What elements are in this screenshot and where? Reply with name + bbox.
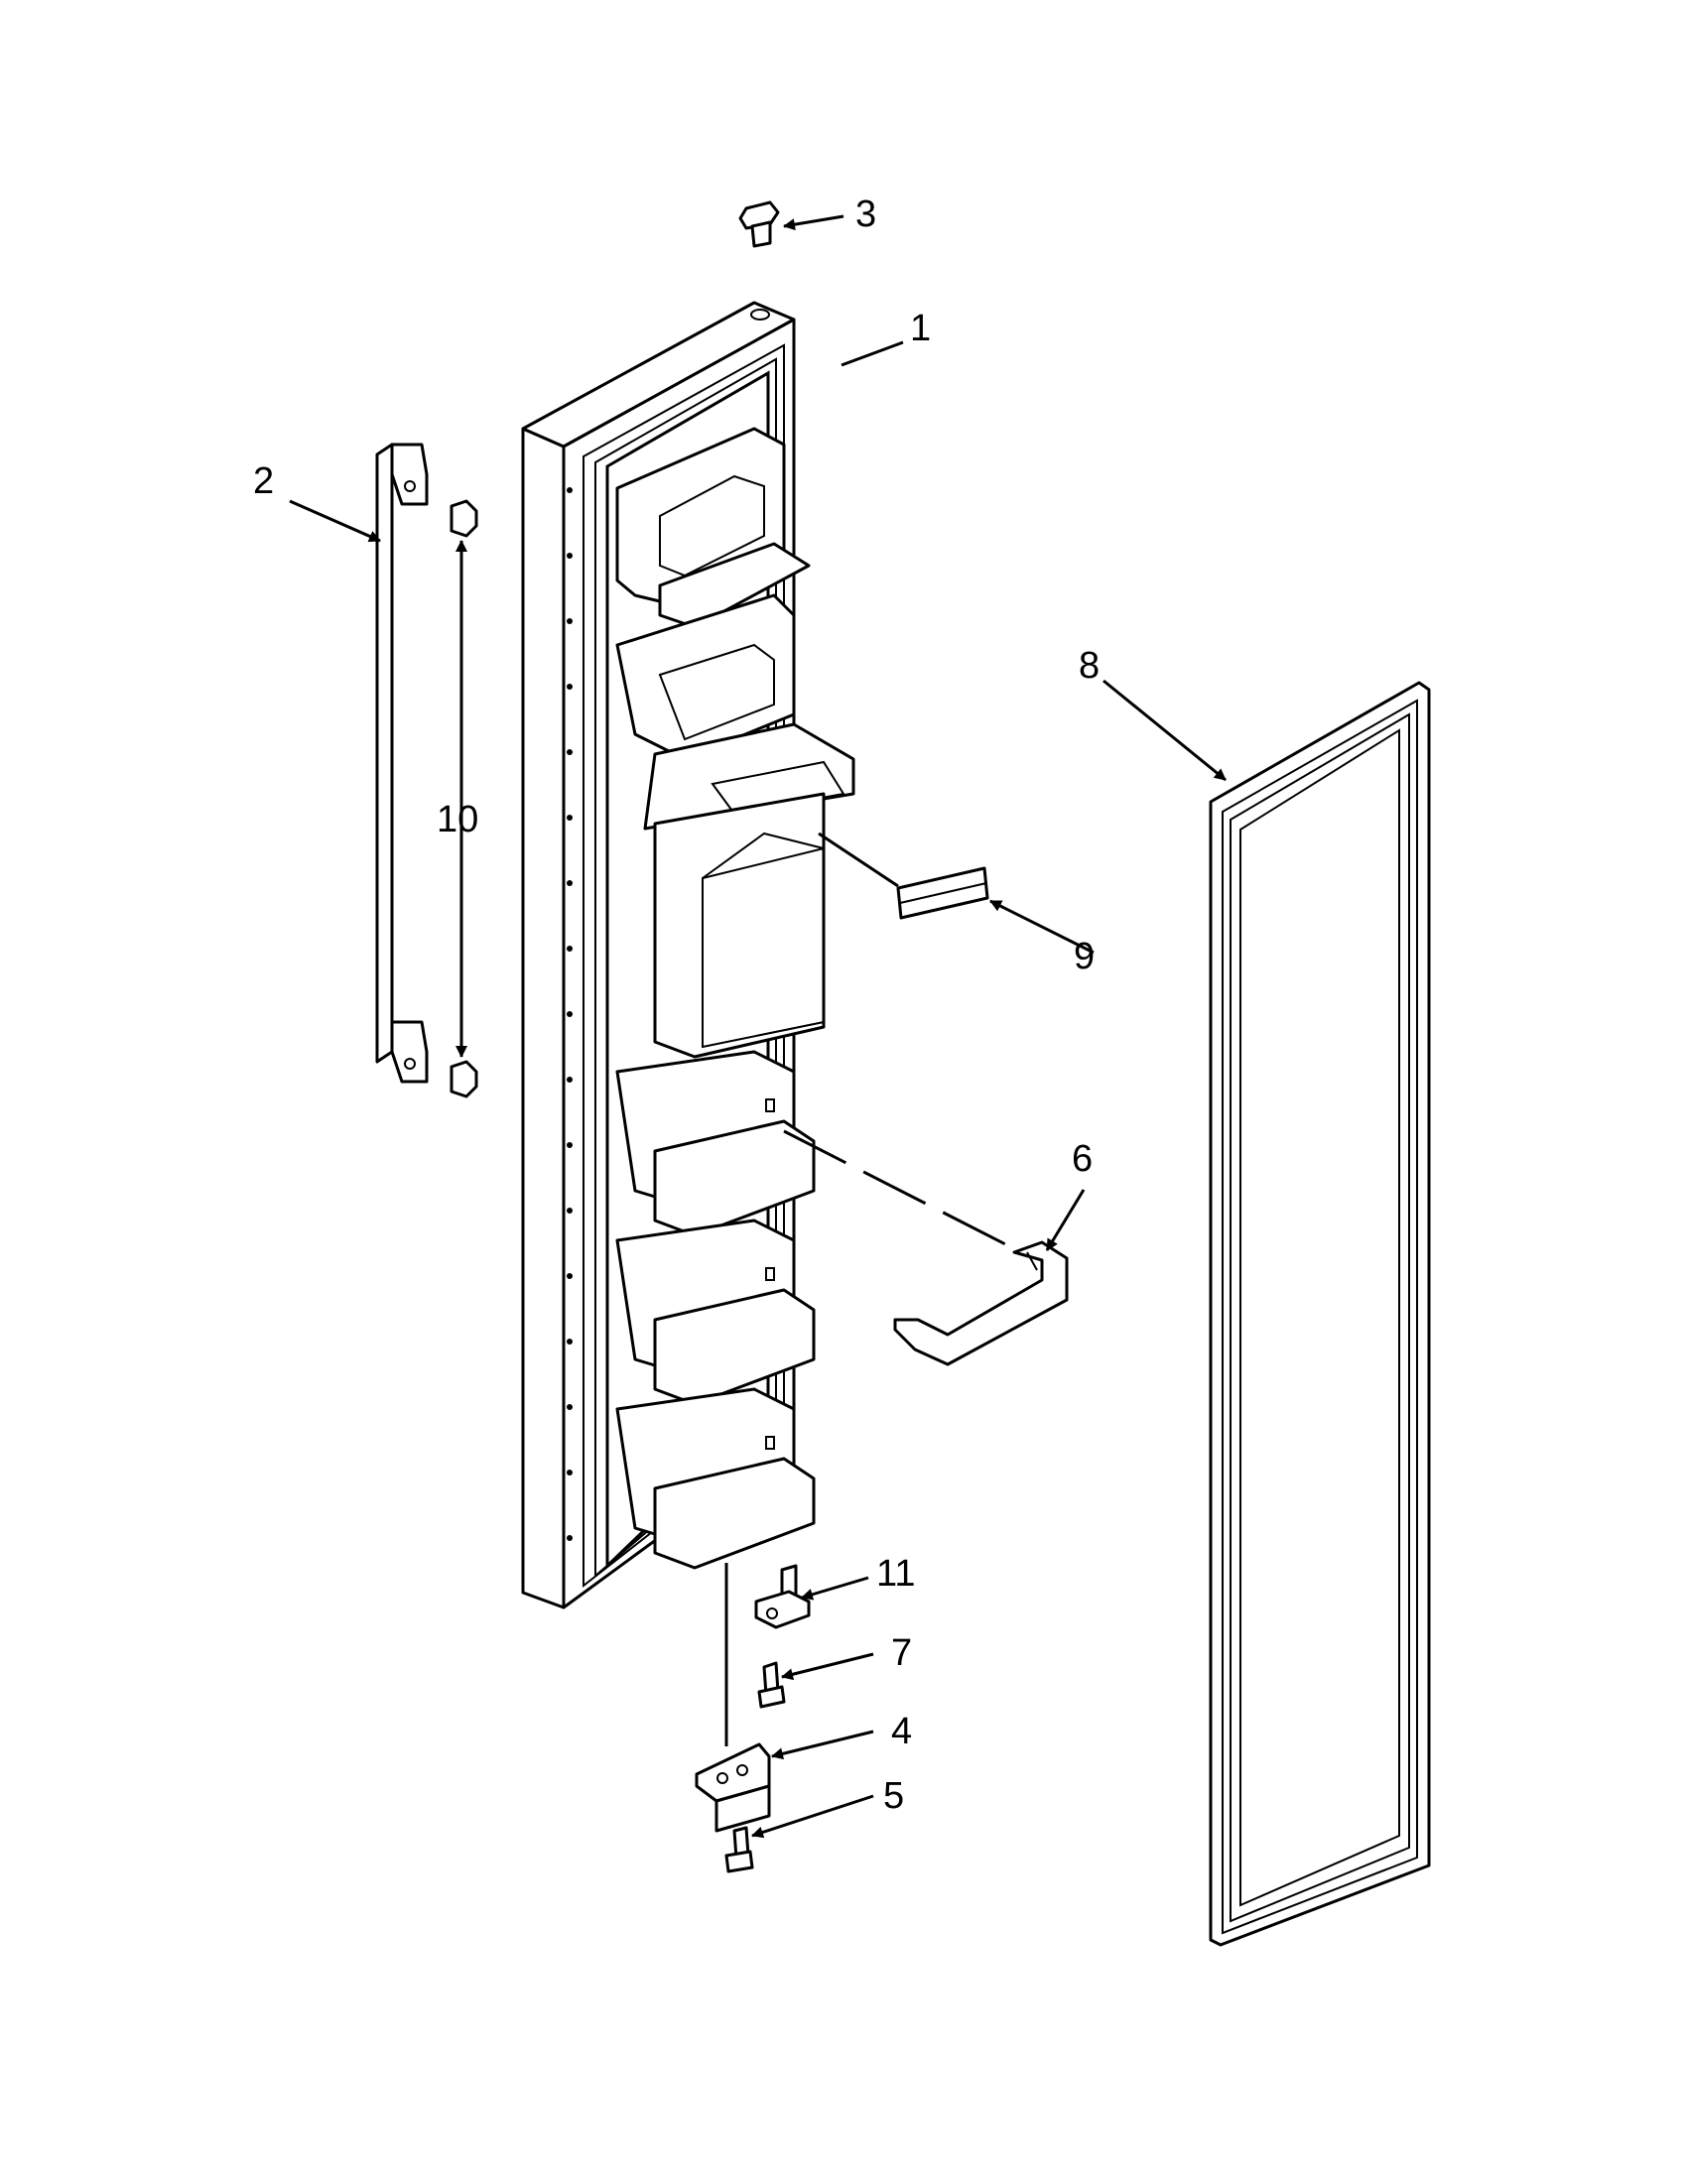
leader-lines	[289, 214, 1227, 1839]
bottom-hinge-pin	[754, 1564, 811, 1629]
callout-8: 8	[1079, 645, 1100, 687]
door-bin	[893, 1240, 1069, 1366]
top-hinge-plug	[738, 200, 780, 248]
dispenser-trim	[896, 866, 989, 920]
callout-6: 6	[1072, 1138, 1093, 1180]
dispenser-housing	[653, 792, 826, 1059]
callout-3: 3	[855, 193, 876, 235]
callout-7: 7	[891, 1632, 912, 1674]
callout-1: 1	[910, 308, 931, 349]
lower-door-shelves	[615, 1050, 816, 1570]
callout-4: 4	[891, 1711, 912, 1752]
callout-11: 11	[876, 1553, 915, 1595]
door-assembly	[521, 301, 855, 1609]
callout-2: 2	[253, 460, 274, 502]
bottom-hinge	[695, 1742, 771, 1833]
door-gasket	[1209, 681, 1431, 1947]
handle-mounting-studs	[450, 499, 478, 1098]
hinge-mounting-screw	[724, 1826, 754, 1873]
callout-5: 5	[883, 1775, 904, 1817]
callout-labels: 1 2 3 4 5 6 7 8 9 10 11	[253, 193, 1100, 1817]
callout-10: 10	[437, 799, 478, 840]
hinge-screw	[757, 1661, 786, 1709]
door-handle	[375, 443, 429, 1084]
upper-door-shelves	[615, 427, 855, 831]
door-screws	[567, 487, 573, 1541]
callout-9: 9	[1074, 936, 1095, 977]
